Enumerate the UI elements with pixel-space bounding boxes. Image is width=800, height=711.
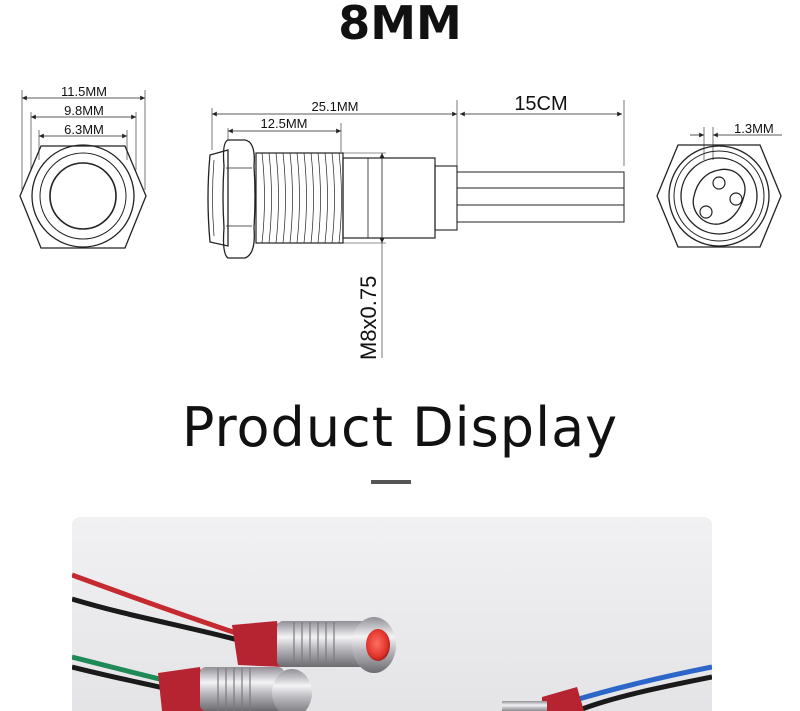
dim-label-middle: 9.8MM <box>64 103 104 118</box>
indicator-light-1 <box>232 617 396 673</box>
rear-pin-holder <box>692 168 746 225</box>
side-view <box>207 100 625 358</box>
indicator-light-3 <box>502 687 584 711</box>
heading-underline <box>371 480 411 484</box>
thread-line <box>324 152 328 244</box>
thread-line <box>303 152 307 244</box>
front-view <box>19 90 147 249</box>
rear-hex-nut <box>656 144 782 248</box>
side-bezel <box>207 149 229 247</box>
dim-label-cable-length: 15CM <box>514 93 567 115</box>
rear-pin-top <box>712 176 726 190</box>
thread-line <box>282 152 286 244</box>
thread-line <box>310 152 314 244</box>
side-body <box>342 157 436 239</box>
front-lens <box>49 162 117 230</box>
side-rear-cap <box>434 165 458 231</box>
rear-outer-ring <box>668 145 770 247</box>
wire-red <box>72 572 243 638</box>
thread-line <box>317 152 321 244</box>
thread-line <box>275 152 279 244</box>
thread-line <box>296 152 300 244</box>
dim-label-pin-gap: 1.3MM <box>734 121 774 136</box>
dim-label-outer: 11.5MM <box>61 84 107 99</box>
section-heading: Product Display <box>181 396 619 459</box>
thread-line <box>289 152 293 244</box>
rear-pin-right <box>729 192 743 206</box>
dim-label-total-length: 25.1MM <box>312 99 359 114</box>
thread-line <box>261 152 265 244</box>
wire-blue <box>571 664 712 704</box>
wire-black-3 <box>576 674 712 711</box>
wire-black <box>72 596 243 644</box>
rear-view <box>656 127 782 248</box>
page-title: 8MM <box>338 0 462 50</box>
rear-pin-left <box>699 205 713 219</box>
dim-label-thread-length: 12.5MM <box>261 116 308 131</box>
dim-label-inner: 6.3MM <box>64 122 104 137</box>
product-photo <box>72 517 712 711</box>
rear-housing <box>680 157 758 235</box>
thread-line <box>338 152 342 244</box>
indicator-light-2 <box>158 667 312 711</box>
product-photo-illustration <box>72 572 712 711</box>
thread-line <box>331 152 335 244</box>
dimension-diagram: 11.5MM 9.8MM 6.3MM 25.1MM 12.5MM 15CM M8… <box>19 84 782 360</box>
thread-spec-label: M8x0.75 <box>356 276 381 360</box>
front-bezel-ring <box>39 152 127 240</box>
front-outer-ring <box>31 144 135 248</box>
thread-line <box>268 152 272 244</box>
front-hex-nut <box>19 145 147 249</box>
side-nut <box>222 139 256 259</box>
side-cable-wires <box>456 171 625 223</box>
